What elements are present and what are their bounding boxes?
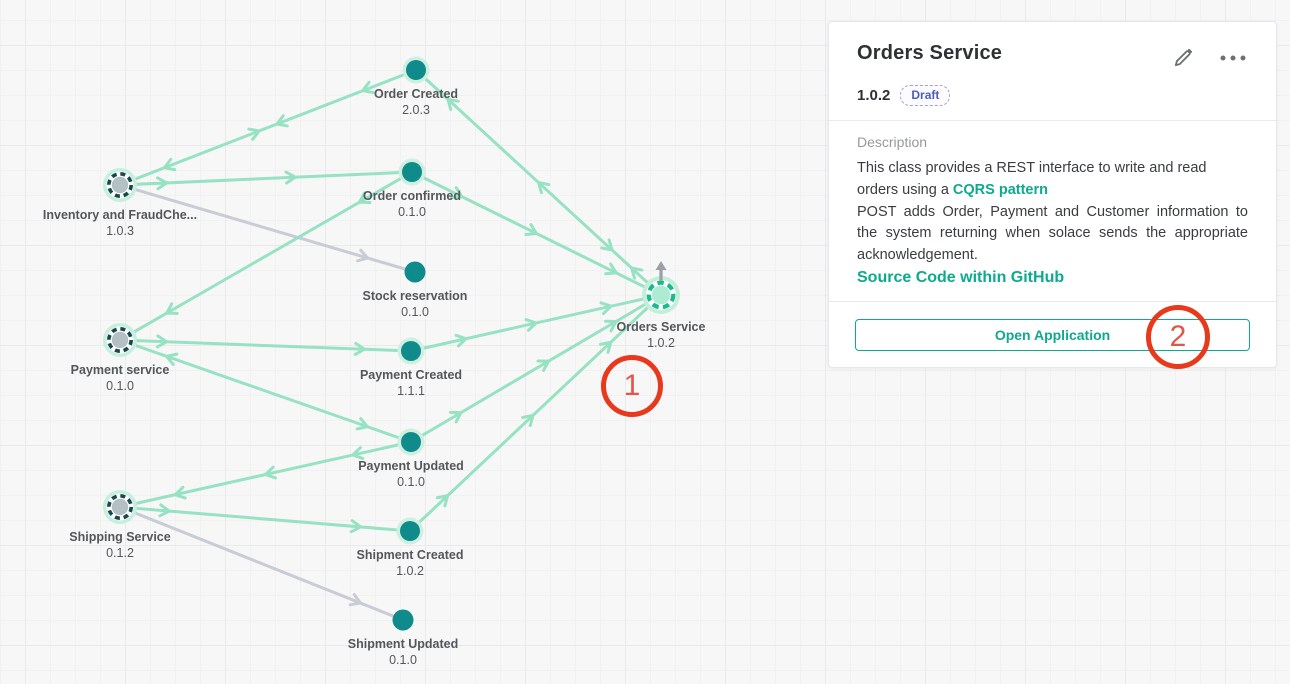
divider bbox=[829, 301, 1276, 302]
edit-pencil-icon[interactable] bbox=[1170, 45, 1196, 71]
details-panel: Orders Service 1.0.2 Draft bbox=[828, 21, 1277, 368]
edge-order-created-to-orders-service bbox=[414, 68, 663, 297]
node-shipment-created[interactable] bbox=[396, 517, 424, 545]
node-orders-service[interactable] bbox=[642, 276, 680, 314]
description-text: This class provides a REST interface to … bbox=[857, 160, 1207, 198]
page-title: Orders Service bbox=[857, 42, 1003, 64]
node-payment-service[interactable] bbox=[103, 323, 137, 357]
edge-inventory-service-to-order-confirmed bbox=[118, 170, 414, 191]
panel-body: Description This class provides a REST i… bbox=[829, 121, 1276, 301]
edge-payment-service-to-payment-created bbox=[118, 334, 413, 356]
edge-shipment-created-to-orders-service bbox=[408, 293, 663, 533]
panel-header: Orders Service 1.0.2 Draft bbox=[829, 22, 1276, 120]
node-payment-created[interactable] bbox=[397, 337, 425, 365]
edge-inventory-service-to-order-created bbox=[118, 68, 418, 187]
collapse-arrow-up-icon[interactable] bbox=[655, 261, 667, 281]
node-payment-updated[interactable] bbox=[397, 428, 425, 456]
status-badge: Draft bbox=[900, 85, 951, 106]
edge-order-confirmed-to-orders-service bbox=[410, 170, 663, 297]
edge-payment-created-to-orders-service bbox=[409, 293, 663, 353]
source-code-link[interactable]: Source Code within GitHub bbox=[857, 268, 1065, 286]
cqrs-pattern-link[interactable]: CQRS pattern bbox=[952, 181, 1048, 198]
node-inventory-service[interactable] bbox=[103, 168, 137, 202]
edge-payment-service-to-order-confirmed bbox=[118, 170, 414, 342]
annotation-number: 1 bbox=[623, 369, 641, 402]
edge-payment-updated-to-orders-service bbox=[409, 293, 663, 444]
description-paragraph-2: POST adds Order, Payment and Customer in… bbox=[857, 203, 1248, 264]
node-order-created[interactable] bbox=[402, 56, 430, 84]
edge-payment-service-to-payment-updated bbox=[118, 338, 413, 444]
more-options-icon[interactable] bbox=[1218, 53, 1248, 63]
node-shipping-service[interactable] bbox=[103, 490, 137, 524]
node-shipment-updated[interactable] bbox=[392, 609, 414, 631]
edge-shipping-service-to-shipment-updated bbox=[118, 505, 405, 622]
edge-shipping-service-to-payment-updated bbox=[118, 440, 413, 509]
description-paragraph-1: This class provides a REST interface to … bbox=[857, 158, 1248, 202]
node-order-confirmed[interactable] bbox=[398, 158, 426, 186]
edge-inventory-service-to-stock-reservation bbox=[118, 183, 417, 274]
annotation-circle-1: 1 bbox=[601, 355, 663, 417]
annotation-number: 2 bbox=[1169, 320, 1187, 353]
annotation-circle-2: 2 bbox=[1146, 305, 1210, 369]
version-label: 1.0.2 bbox=[857, 87, 891, 104]
node-stock-reservation[interactable] bbox=[404, 261, 426, 283]
edge-shipping-service-to-shipment-created bbox=[118, 503, 412, 534]
description-heading: Description bbox=[857, 134, 928, 150]
divider bbox=[829, 120, 1276, 121]
